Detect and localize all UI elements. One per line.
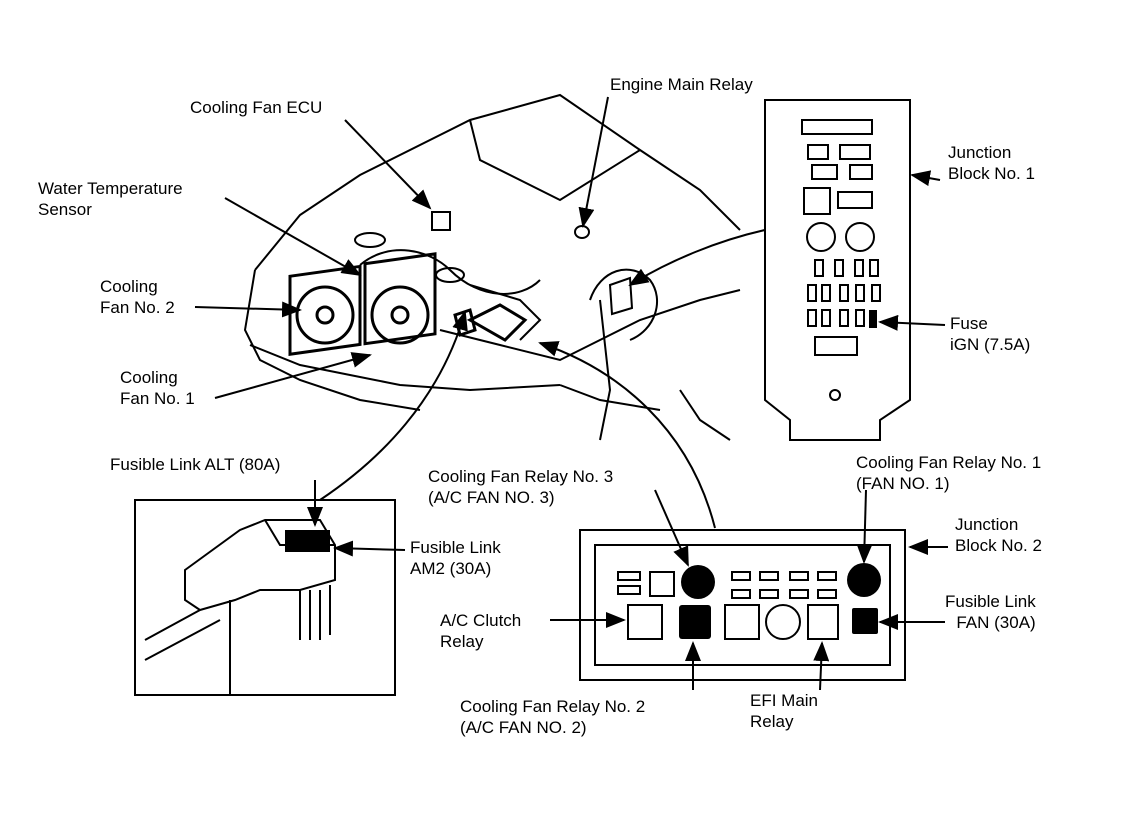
- fusible-link-alt-block: [285, 530, 330, 552]
- label-line: Cooling: [120, 368, 178, 387]
- label-line: A/C Clutch: [440, 611, 522, 630]
- label-line: Water Temperature: [38, 179, 183, 198]
- label-line: Junction: [955, 515, 1019, 534]
- label-line: Junction: [948, 143, 1012, 162]
- label-line: Fan No. 1: [120, 389, 195, 408]
- label-cooling-fan-relay-2: Cooling Fan Relay No. 2 (A/C FAN NO. 2): [460, 696, 645, 738]
- junction-block-1: [764, 99, 911, 441]
- label-cooling-fan-ecu: Cooling Fan ECU: [190, 98, 323, 117]
- cooling-fans: [288, 252, 528, 356]
- label-line: Relay: [750, 712, 794, 731]
- label-line: Cooling Fan Relay No. 2: [460, 697, 646, 716]
- label-line: Fusible Link: [410, 538, 501, 557]
- label-line: FAN (30A): [956, 613, 1036, 632]
- label-fusible-link-alt: Fusible Link ALT (80A): [110, 455, 281, 474]
- label-line: Fuse: [950, 314, 988, 333]
- label-line: iGN (7.5A): [950, 335, 1031, 354]
- label-line: Cooling: [100, 277, 158, 296]
- label-cooling-fan-relay-1: Cooling Fan Relay No. 1 (FAN NO. 1): [856, 452, 1041, 494]
- label-line: Sensor: [38, 200, 92, 219]
- fusible-link-box: [134, 499, 396, 696]
- junction-block-2-relays: [679, 563, 881, 639]
- label-line: EFI Main: [750, 691, 819, 710]
- label-line: Block No. 1: [948, 164, 1035, 183]
- label-fuse-ign: Fuse iGN (7.5A): [950, 313, 1030, 355]
- label-line: Cooling Fan Relay No. 1: [856, 453, 1042, 472]
- label-line: Cooling Fan Relay No. 3: [428, 467, 614, 486]
- label-line: Relay: [440, 632, 484, 651]
- label-line: Fan No. 2: [100, 298, 175, 317]
- fuse-ign: [869, 310, 877, 328]
- label-line: (A/C FAN NO. 2): [460, 718, 587, 737]
- label-engine-main-relay: Engine Main Relay: [610, 75, 753, 94]
- junction-block-2: [579, 529, 906, 681]
- leader-arrows: [194, 96, 948, 691]
- label-line: (A/C FAN NO. 3): [428, 488, 555, 507]
- label-line: AM2 (30A): [410, 559, 492, 578]
- car-engine-bay-sketch: [243, 93, 741, 441]
- label-cooling-fan-relay-3: Cooling Fan Relay No. 3 (A/C FAN NO. 3): [428, 466, 613, 508]
- label-line: Block No. 2: [955, 536, 1042, 555]
- label-line: Fusible Link: [945, 592, 1036, 611]
- label-line: (FAN NO. 1): [856, 474, 950, 493]
